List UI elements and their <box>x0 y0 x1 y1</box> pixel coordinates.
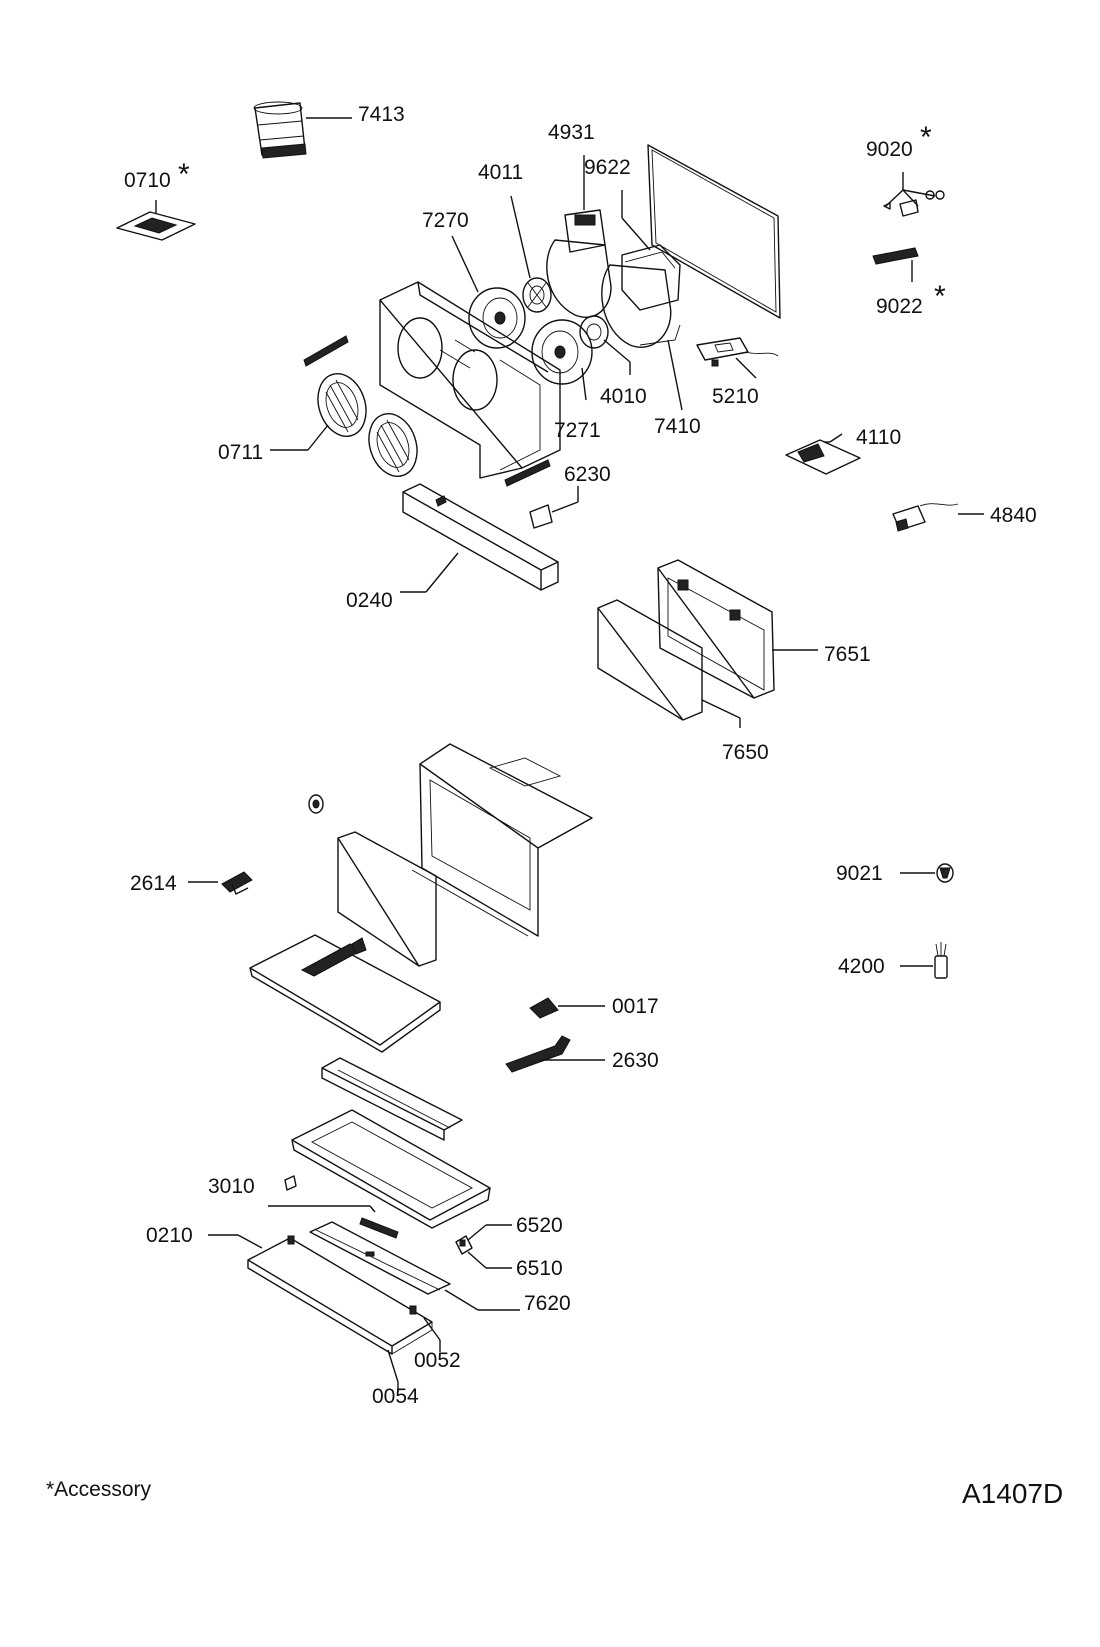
part-4011-fan-hub <box>522 277 552 313</box>
part-4840-power-cord-connector <box>892 503 959 532</box>
part-label-9022: 9022 <box>876 295 923 318</box>
part-7410-fan-housing <box>546 239 681 348</box>
part-bottom-tray <box>249 934 441 1053</box>
part-blower-frame <box>379 281 561 479</box>
part-4110-circuit-board <box>785 439 861 475</box>
part-9022-bracket <box>872 247 919 265</box>
part-label-9020: 9020 <box>866 138 913 161</box>
part-4010-fan-hub <box>579 315 609 349</box>
part-label-6520: 6520 <box>516 1214 563 1237</box>
accessory-asterisk-9022: * <box>934 280 946 313</box>
part-2630-air-duct <box>505 1035 571 1073</box>
part-label-4010: 4010 <box>600 385 647 408</box>
accessory-asterisk-9020: * <box>920 121 932 154</box>
part-label-2614: 2614 <box>130 872 177 895</box>
accessory-asterisk-0710: * <box>178 158 190 191</box>
part-label-6230: 6230 <box>564 463 611 486</box>
part-label-2630: 2630 <box>612 1049 659 1072</box>
part-label-4110: 4110 <box>856 426 902 449</box>
part-label-5210: 5210 <box>712 385 759 408</box>
part-front-door-panel <box>337 831 437 967</box>
part-0240-front-channel <box>402 483 559 591</box>
part-label-7651: 7651 <box>824 643 871 666</box>
part-control-housing <box>291 1109 491 1229</box>
part-0711-grease-filter <box>317 373 418 477</box>
part-label-7650: 7650 <box>722 741 769 764</box>
part-7620-light-cover <box>309 1221 451 1295</box>
part-label-4011: 4011 <box>478 161 524 184</box>
part-7651-frame <box>657 559 775 699</box>
part-9020-fixing-kit <box>883 172 945 217</box>
part-2614-clip <box>221 871 253 895</box>
part-label-3010: 3010 <box>208 1175 255 1198</box>
part-label-0054: 0054 <box>372 1385 419 1408</box>
part-4931-motor-bracket <box>564 209 606 253</box>
part-6230-connector <box>504 459 553 529</box>
part-3010-rail <box>359 1217 399 1239</box>
drawing-code: A1407D <box>962 1478 1064 1509</box>
part-label-7271: 7271 <box>554 419 601 442</box>
part-4200-capacitor <box>934 942 948 979</box>
part-label-0210: 0210 <box>146 1224 193 1247</box>
part-label-7413: 7413 <box>358 103 405 126</box>
part-0017-holder <box>529 997 559 1019</box>
accessory-footnote: *Accessory <box>46 1478 152 1501</box>
part-7413-duct-collar <box>253 101 307 159</box>
part-label-0711: 0711 <box>218 441 264 464</box>
part-label-7270: 7270 <box>422 209 469 232</box>
part-label-9021: 9021 <box>836 862 883 885</box>
part-5210-control-switch <box>696 337 779 367</box>
part-label-9622: 9622 <box>584 156 631 179</box>
part-label-4200: 4200 <box>838 955 885 978</box>
part-rear-panel <box>647 144 781 319</box>
part-9021-cap <box>936 863 954 883</box>
part-control-panel-upper <box>321 1057 463 1141</box>
part-label-7620: 7620 <box>524 1292 571 1315</box>
part-label-0240: 0240 <box>346 589 393 612</box>
part-lower-housing <box>411 743 593 937</box>
part-0210-front-visor <box>247 1235 433 1355</box>
part-small-knob <box>308 794 324 814</box>
part-label-0710: 0710 <box>124 169 171 192</box>
part-6520-switch <box>455 1235 473 1255</box>
part-label-0017: 0017 <box>612 995 659 1018</box>
part-label-6510: 6510 <box>516 1257 563 1280</box>
part-label-4840: 4840 <box>990 504 1037 527</box>
part-left-bracket <box>303 335 349 367</box>
part-3010-button <box>284 1175 297 1191</box>
part-7270-impeller <box>468 287 526 349</box>
part-label-4931: 4931 <box>548 121 595 144</box>
part-0710-filter-plate <box>116 211 196 241</box>
part-label-7410: 7410 <box>654 415 701 438</box>
part-7650-glass-panel <box>597 599 703 721</box>
part-label-0052: 0052 <box>414 1349 461 1372</box>
part-9622-motor <box>621 244 681 311</box>
